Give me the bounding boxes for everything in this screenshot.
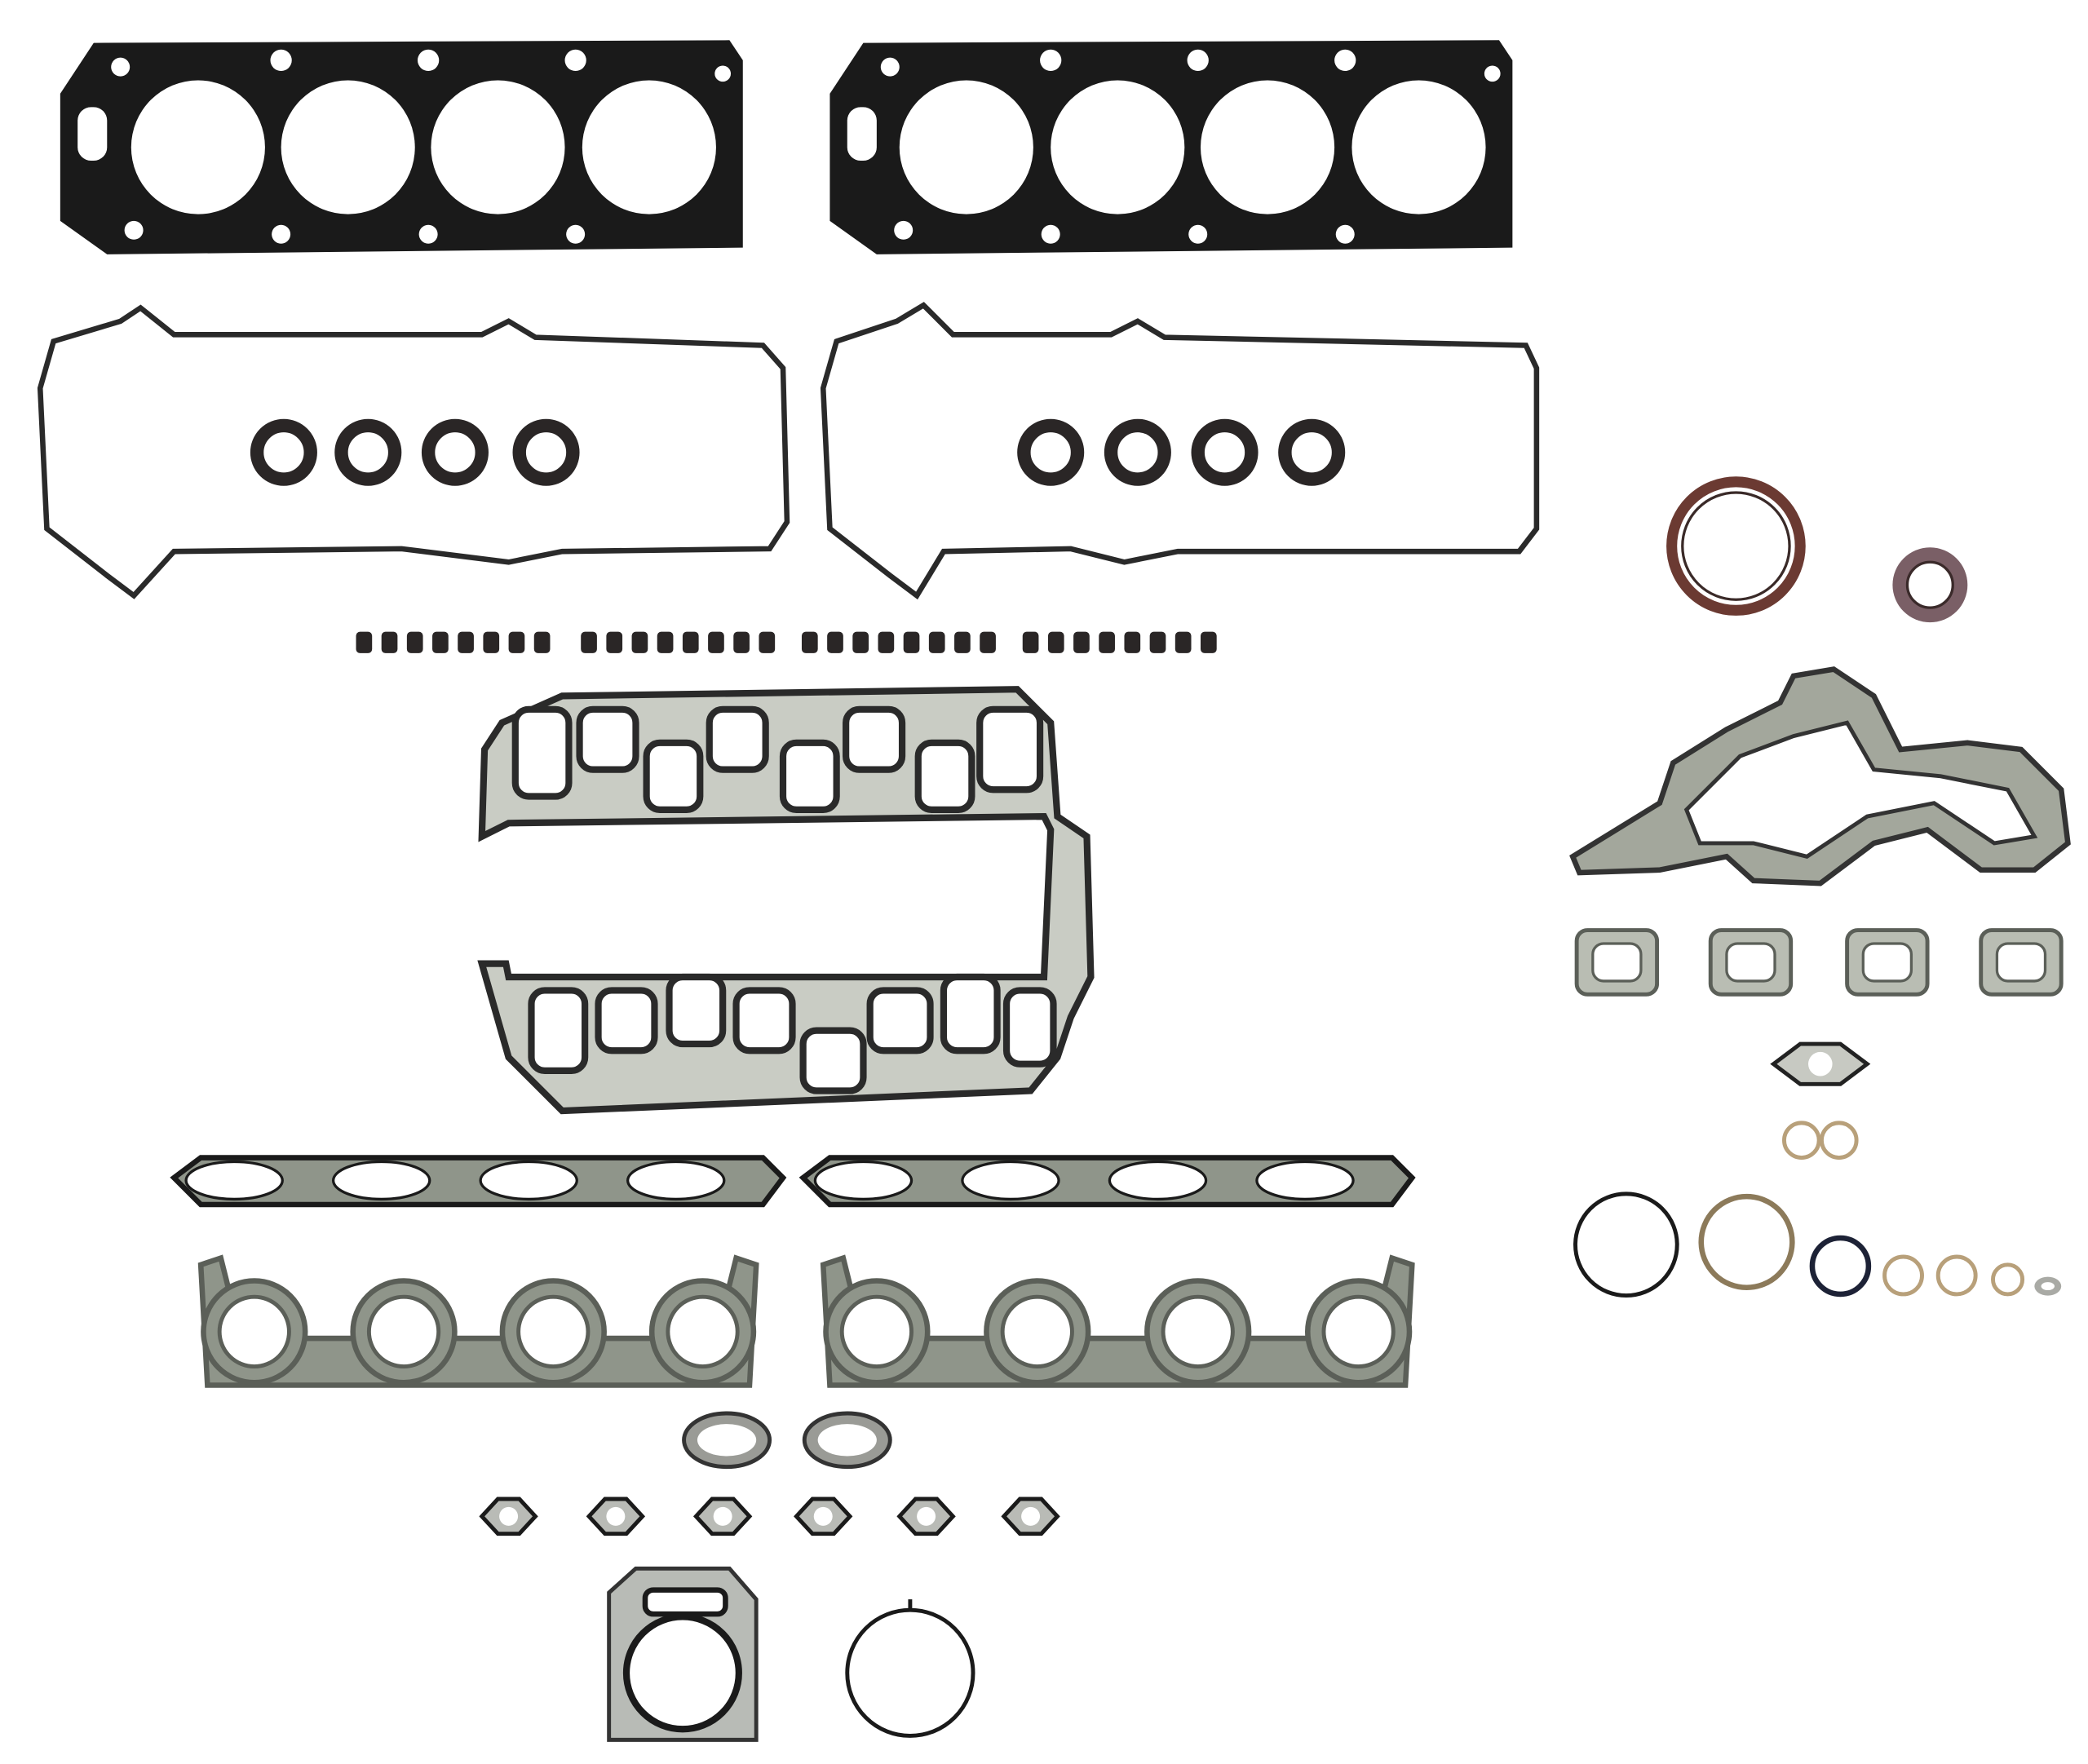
small-square-gasket: [1708, 928, 1794, 997]
valve-stem-seal: [606, 631, 623, 653]
throttle-body-o-ring: [845, 1599, 975, 1738]
valve-stem-seal: [1073, 631, 1090, 653]
o-ring-tan: [1698, 1193, 1795, 1291]
front-crank-seal: [1892, 547, 1968, 623]
valve-stem-seal: [356, 631, 373, 653]
valve-stem-seal: [827, 631, 843, 653]
valve-cover-gasket-left: [37, 304, 790, 599]
valve-stem-seal: [1174, 631, 1192, 653]
valve-stem-seal: [708, 631, 724, 653]
valve-stem-seal: [381, 631, 398, 653]
exhaust-port-gasket: [170, 1155, 787, 1208]
exhaust-pipe-ring-left: [682, 1411, 772, 1470]
o-ring-navy: [1809, 1235, 1872, 1298]
exhaust-pipe-ring-right: [802, 1411, 892, 1470]
head-gasket-right: [829, 40, 1513, 254]
valve-stem-seal: [682, 631, 699, 653]
exhaust-manifold-gaskets: [197, 1254, 1415, 1388]
valve-stem-seal: [1047, 631, 1064, 653]
throttle-body-gasket: [607, 1566, 759, 1742]
valve-cover-gasket-right: [820, 302, 1540, 600]
valve-stem-seal: [980, 631, 996, 653]
valve-stem-seal: [1022, 631, 1039, 653]
flange-gasket: [794, 1497, 853, 1536]
plug-tube-seal: [1191, 418, 1259, 486]
flange-gasket: [896, 1497, 956, 1536]
flange-gasket: [586, 1497, 646, 1536]
exhaust-port-gasket: [798, 1155, 1416, 1208]
plug-tube-seal: [421, 418, 489, 486]
valve-stem-seal: [508, 631, 525, 653]
exhaust-port-gaskets: [170, 1155, 1416, 1208]
valve-stem-seal: [852, 631, 869, 653]
valve-stem-seal: [533, 631, 551, 653]
o-ring-tan-small: [1991, 1262, 2025, 1297]
valve-stem-seal: [581, 631, 597, 653]
o-ring-tan-small: [1935, 1254, 1978, 1297]
valve-stem-seal: [878, 631, 895, 653]
spark-plug-tube-seals: [250, 418, 1346, 486]
exhaust-manifold-gasket: [197, 1254, 759, 1388]
rear-main-seal: [1666, 476, 1806, 616]
valve-stem-seals: [356, 631, 1217, 653]
plug-tube-seal: [1104, 418, 1171, 486]
plug-tube-seal: [1278, 418, 1346, 486]
plug-tube-seal: [334, 418, 402, 486]
valve-stem-seal: [432, 631, 449, 653]
valve-stem-seal: [631, 631, 648, 653]
o-ring-tan-small: [1882, 1254, 1924, 1297]
valve-stem-seal: [928, 631, 945, 653]
flange-gasket: [692, 1497, 753, 1536]
intake-manifold-gasket: [477, 686, 1095, 1115]
head-gasket-left: [60, 40, 743, 254]
plug-tube-seal: [1017, 418, 1085, 486]
valve-stem-seal: [657, 631, 674, 653]
plug-tube-seal: [512, 418, 580, 486]
valve-stem-seal: [801, 631, 818, 653]
valve-stem-seal: [1201, 631, 1217, 653]
valve-stem-seal: [733, 631, 750, 653]
valve-stem-seal: [1099, 631, 1115, 653]
washer: [2034, 1276, 2062, 1296]
o-ring-black: [1573, 1191, 1679, 1298]
small-gasket: [1770, 1041, 1871, 1086]
egr-flange-gaskets: [479, 1497, 1060, 1536]
valve-stem-seal: [759, 631, 776, 653]
valve-stem-seal: [406, 631, 423, 653]
valve-stem-seal: [458, 631, 474, 653]
plug-tube-seal: [250, 418, 317, 486]
flange-gasket: [479, 1497, 538, 1536]
valve-stem-seal: [903, 631, 920, 653]
water-pump-gasket: [1569, 666, 2071, 886]
valve-stem-seal: [954, 631, 971, 653]
valve-stem-seal: [1124, 631, 1141, 653]
small-square-gasket: [1845, 928, 1930, 997]
small-square-gasket: [1574, 928, 1660, 997]
exhaust-manifold-gasket: [820, 1254, 1415, 1388]
small-square-gasket: [1979, 928, 2064, 997]
throttle-small-gaskets: [1574, 928, 2064, 997]
o-ring-small: [1782, 1121, 1821, 1161]
valve-stem-seal: [483, 631, 500, 653]
o-ring-small: [1819, 1121, 1859, 1161]
flange-gasket: [1001, 1497, 1060, 1536]
valve-stem-seal: [1149, 631, 1166, 653]
